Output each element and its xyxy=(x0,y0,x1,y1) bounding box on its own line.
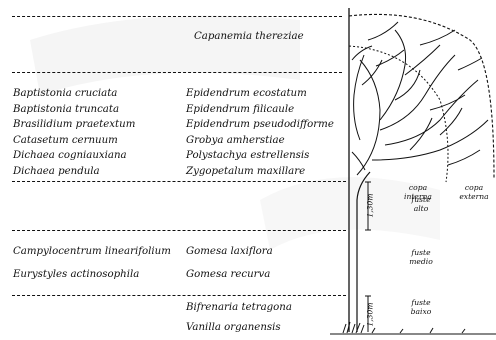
zone-fuste-alto: fuste alto xyxy=(403,195,439,213)
zone-fuste-medio-line1: fuste xyxy=(403,248,439,257)
measurement-lower: 1,30m xyxy=(366,301,375,329)
zone-copa-externa: copa externa xyxy=(456,183,492,201)
zone-fuste-alto-line2: alto xyxy=(403,204,439,213)
measurement-upper: 1,30m xyxy=(366,192,375,220)
zone-fuste-medio: fuste medio xyxy=(403,248,439,266)
zone-fuste-medio-line2: medio xyxy=(403,257,439,266)
zone-fuste-baixo-line2: baixo xyxy=(403,307,439,316)
zone-copa-interna-line1: copa xyxy=(400,183,436,192)
zone-fuste-alto-line1: fuste xyxy=(403,195,439,204)
zone-fuste-baixo: fuste baixo xyxy=(403,298,439,316)
zone-fuste-baixo-line1: fuste xyxy=(403,298,439,307)
zone-copa-externa-line2: externa xyxy=(456,192,492,201)
zone-copa-externa-line1: copa xyxy=(456,183,492,192)
